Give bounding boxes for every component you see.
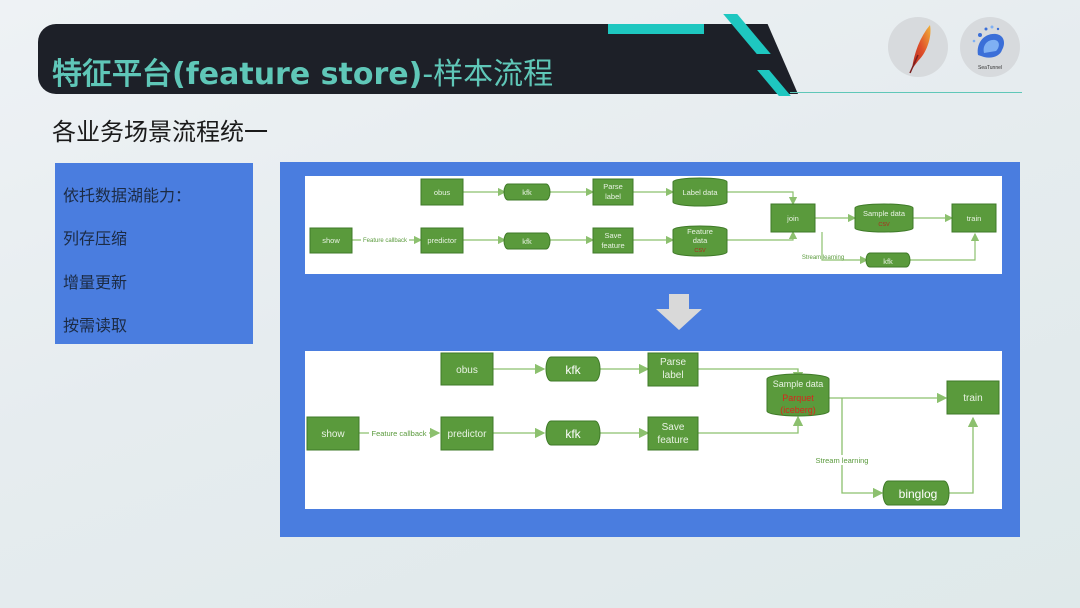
diagram-label: predictor: [427, 236, 457, 245]
node-train: [951, 203, 997, 233]
diagram-label: Stream learning: [816, 456, 869, 465]
node-join: [770, 203, 816, 233]
diagram-label: Sample data: [863, 209, 906, 218]
node-save-feature: [592, 227, 634, 254]
node-obus: [440, 352, 494, 386]
node-show: [306, 416, 360, 451]
diagram-label: train: [967, 214, 982, 223]
seatunnel-logo: SeaTunnel: [960, 17, 1020, 77]
diagram-label: Save: [604, 231, 621, 240]
down-arrow-icon: [656, 294, 702, 330]
capability-item: 按需读取: [63, 316, 128, 335]
diagram-label: kfk: [565, 427, 581, 441]
flow-diagram-before: obus kfk Parse label Label data show pre…: [305, 176, 1002, 274]
diagram-label: feature: [601, 241, 624, 250]
header-divider: [790, 92, 1022, 93]
node-show: [309, 227, 353, 254]
diagram-label: obus: [456, 365, 478, 376]
diagram-label: Label data: [682, 188, 718, 197]
diagram-label: Save: [662, 422, 685, 433]
diagram-label: kfk: [522, 237, 532, 246]
node-kfk: [503, 232, 551, 250]
node-feature-data: [672, 225, 728, 257]
node-parse-label: [647, 352, 699, 387]
diagram-label: obus: [434, 188, 451, 197]
diagram-label: Stream learning: [802, 255, 844, 261]
diagram-label: Parse: [660, 357, 687, 368]
diagram-label: label: [605, 192, 621, 201]
node-save-feature: [647, 416, 699, 451]
node-parse-label: [592, 178, 634, 206]
diagram-label: CSV: [878, 222, 890, 228]
diagram-label: binglog: [899, 487, 938, 501]
diagram-label: Feature callback: [371, 429, 426, 438]
capability-item: 增量更新: [63, 273, 128, 292]
flow-comparison-panel: obus kfk Parse label Label data show pre…: [280, 162, 1020, 537]
node-label-data: [672, 177, 728, 207]
title-bar: [38, 24, 798, 94]
node-kfk: [865, 252, 911, 268]
diagram-label: label: [662, 370, 683, 381]
diagram-label: (iceberg): [780, 405, 816, 415]
diagram-label: show: [322, 236, 340, 245]
flow-diagram-after: obus Parse label show predictor Save fea…: [305, 351, 1002, 509]
diagram-label: show: [321, 429, 345, 440]
title-accent: [608, 24, 704, 34]
feather-icon: [909, 25, 931, 74]
diagram-label: kfk: [883, 257, 893, 266]
node-predictor: [440, 416, 494, 451]
seatunnel-icon: SeaTunnel: [972, 25, 1004, 71]
diagram-label: data: [693, 236, 708, 245]
capability-heading: 依托数据湖能力：: [63, 186, 192, 205]
page-title: 特征平台(feature store)-样本流程: [52, 50, 553, 100]
diagram-label: join: [786, 214, 799, 223]
node-sample-data: [766, 373, 830, 417]
diagram-label: predictor: [448, 429, 488, 440]
diagram-label: Sample data: [773, 379, 824, 389]
node-train: [946, 380, 1000, 415]
capability-item: 列存压缩: [63, 229, 128, 248]
diagram-label: Parse: [603, 182, 623, 191]
capability-panel: 依托数据湖能力： 列存压缩 增量更新 按需读取: [55, 163, 253, 344]
diagram-label: Feature: [687, 227, 713, 236]
node-binglog: [882, 480, 950, 506]
page-title-main: 特征平台(feature store): [52, 57, 423, 92]
node-predictor: [420, 227, 464, 254]
node-kfk: [545, 356, 601, 382]
apache-feather-logo: [888, 17, 948, 77]
node-sample-data: [854, 203, 914, 233]
node-kfk: [503, 183, 551, 201]
node-obus: [420, 178, 464, 206]
seatunnel-logo-text: SeaTunnel: [978, 65, 1002, 71]
section-subtitle: 各业务场景流程统一: [52, 118, 268, 146]
diagram-label: CSV: [694, 248, 706, 254]
diagram-label: kfk: [565, 363, 581, 377]
page-title-sub: -样本流程: [422, 57, 554, 92]
diagram-label: Feature callback: [363, 238, 408, 244]
diagram-label: Parquet: [782, 393, 814, 403]
diagram-label: train: [963, 393, 982, 404]
node-kfk: [545, 420, 601, 446]
diagram-label: kfk: [522, 188, 532, 197]
diagram-label: feature: [657, 435, 689, 446]
